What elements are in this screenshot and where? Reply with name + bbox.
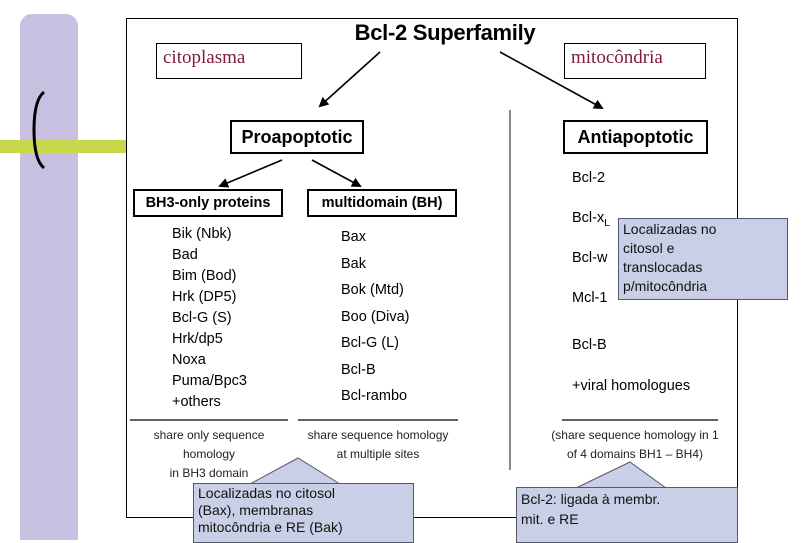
list-item: Bad [172,247,198,263]
list-item: Hrk/dp5 [172,331,223,347]
proapoptotic-box: Proapoptotic [230,120,364,154]
arrow-to-antiapoptotic [499,51,604,109]
diagram-title: Bcl-2 Superfamily [354,20,536,45]
note-bh3-only: share only sequence homology in BH3 doma… [153,428,265,480]
list-item: Puma/Bpc3 [172,373,247,389]
list-item: Bcl-G (S) [172,310,232,326]
multidomain-list: Bax Bak Bok (Mtd) Boo (Diva) Bcl-G (L) B… [341,224,410,410]
anti-item-bclxl: Bcl-xL [572,210,610,229]
callout-bcl2-ligada: Bcl-2: ligada à membr. mit. e RE [516,487,738,543]
slide-decor-accent [0,140,128,153]
anti-item-mcl1: Mcl-1 [572,290,608,306]
list-item: Bcl-rambo [341,388,408,404]
list-item: Bax [341,229,366,245]
anti-item-bclx-text: Bcl-x [572,210,605,226]
arrow-to-bh3-only [218,159,283,188]
list-item: +others [172,394,221,410]
anti-item-bclb: Bcl-B [572,337,607,353]
callout-localizadas-citosol-translocadas: Localizadas no citosol e translocadas p/… [618,218,788,300]
anti-item-bclw: Bcl-w [572,250,608,266]
arrow-to-proapoptotic [318,51,381,108]
list-item: Bcl-B [341,361,376,378]
list-item: Bik (Nbk) [172,226,232,242]
list-item: Bok (Mtd) [341,282,404,298]
multidomain-box: multidomain (BH) [307,189,457,217]
anti-item-bclx-subscript: L [604,217,610,229]
anti-item-bcl2: Bcl-2 [572,170,606,186]
slide-decor-bracket [32,90,46,170]
list-item: Hrk (DP5) [172,289,237,305]
list-item: Bim (Bod) [172,268,237,284]
label-citoplasma: citoplasma [156,43,302,79]
antiapoptotic-box: Antiapoptotic [563,120,708,154]
slide-decor-bar [20,14,78,540]
bh3-only-list: Bik (Nbk) Bad Bim (Bod) Hrk (DP5) Bcl-G … [172,224,247,413]
bh3-only-box: BH3-only proteins [133,189,283,217]
arrow-to-multidomain [311,159,362,187]
list-item: Noxa [172,352,206,368]
label-mitocondria: mitocôndria [564,43,706,79]
list-item: Bcl-G (L) [341,335,399,351]
list-item: Bak [341,255,366,272]
anti-item-viral: +viral homologues [572,378,691,394]
note-anti: (share sequence homology in 1 of 4 domai… [551,428,719,461]
callout-localizadas-bax-bak: Localizadas no citosol (Bax), membranas … [193,483,414,543]
note-multidomain: share sequence homology at multiple site… [307,428,449,461]
list-item: Boo (Diva) [341,308,410,325]
